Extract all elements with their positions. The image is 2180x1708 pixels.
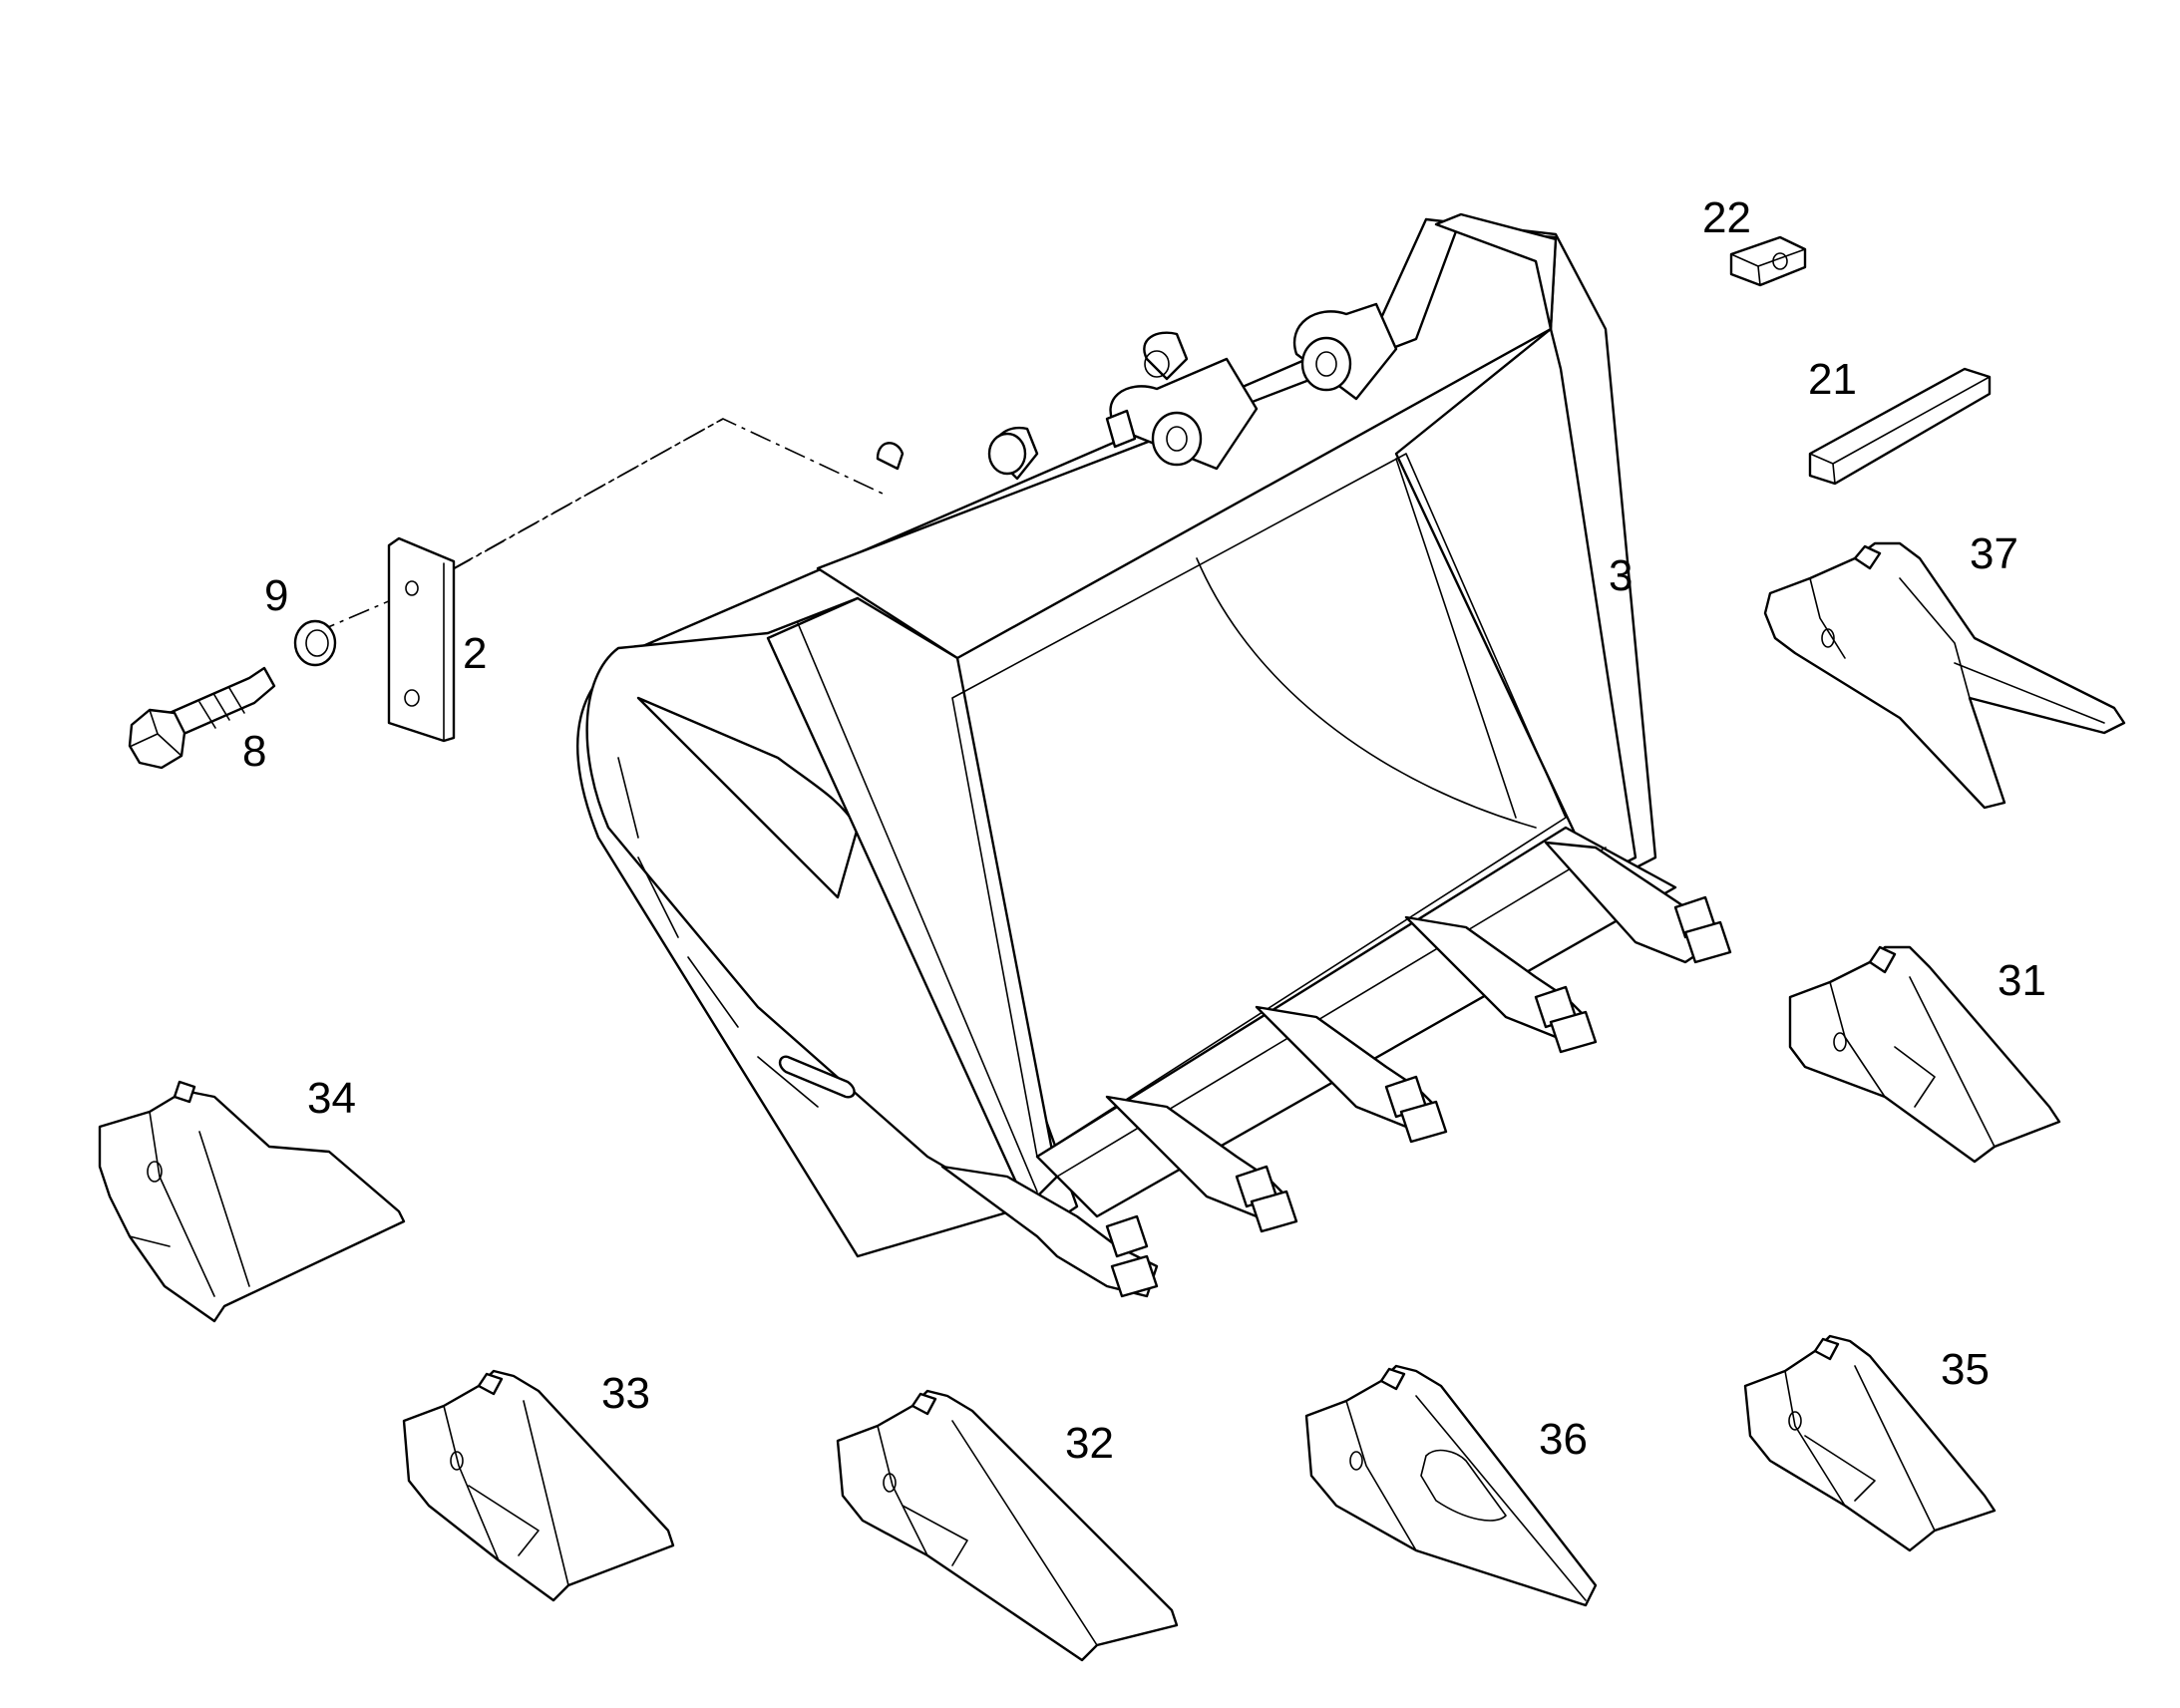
callout-31: 31: [1998, 956, 2046, 1005]
callout-9: 9: [264, 571, 288, 620]
callout-34: 34: [307, 1074, 356, 1123]
bolt-part-8: [128, 666, 276, 770]
tooth-part-37: [1763, 541, 2126, 810]
callout-32: 32: [1065, 1419, 1114, 1468]
assembly-line-2: [453, 418, 724, 569]
tooth-part-34: [98, 1080, 406, 1323]
assembly-line: [313, 418, 884, 634]
callout-2: 2: [463, 629, 487, 678]
callout-8: 8: [242, 727, 266, 776]
callout-21: 21: [1808, 355, 1857, 404]
washer-part-9: [293, 619, 337, 667]
tooth-part-36: [1304, 1364, 1598, 1607]
callout-22: 22: [1702, 193, 1751, 242]
tooth-part-31: [1788, 945, 2061, 1164]
tooth-part-32: [836, 1389, 1179, 1662]
bucket-teeth: [940, 841, 1732, 1298]
callout-35: 35: [1941, 1345, 1990, 1394]
callout-37: 37: [1970, 529, 2018, 578]
tooth-part-35: [1743, 1334, 1997, 1552]
bucket: [576, 212, 1732, 1298]
tooth-part-33: [402, 1369, 675, 1602]
callout-3: 3: [1609, 551, 1633, 600]
part-22: [1729, 235, 1807, 287]
part-21: [1808, 367, 1992, 486]
callout-36: 36: [1539, 1415, 1588, 1464]
plate-part-2: [387, 536, 456, 743]
callout-33: 33: [601, 1369, 650, 1418]
